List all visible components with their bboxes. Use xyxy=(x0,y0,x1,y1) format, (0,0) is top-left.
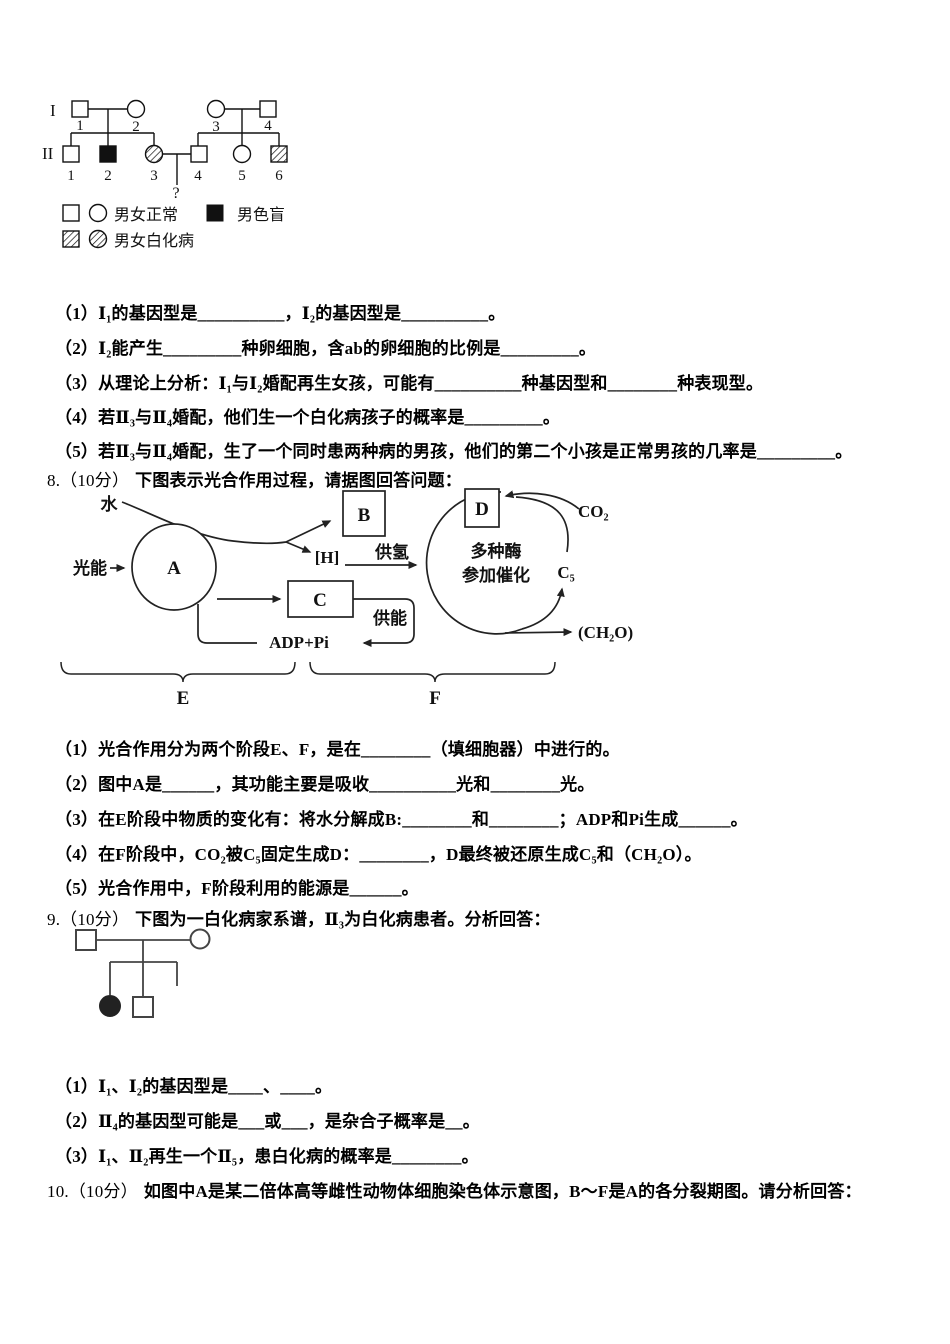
label-A: A xyxy=(167,558,181,579)
question-item: （4）若Ⅱ₃与Ⅱ₄婚配，他们生一个白化病孩子的概率是_________。 xyxy=(55,408,561,427)
CO2-arrow xyxy=(504,490,580,510)
question-9-header: 9.（10分） 下图为一白化病家系谱，Ⅱ₃为白化病患者。分析回答： xyxy=(47,909,551,931)
question-item: （1）Ⅰ₁、Ⅰ₂的基因型是____、____。 xyxy=(55,1077,333,1096)
male-normal-symbol xyxy=(71,100,89,118)
question-item: （2）Ⅱ₄的基因型可能是___或___，是杂合子概率是__。 xyxy=(55,1112,480,1131)
female-normal-symbol xyxy=(232,144,252,164)
question-item: （1）Ⅰ₁的基因型是__________，Ⅰ₂的基因型是__________。 xyxy=(55,304,506,323)
male-normal-symbol xyxy=(259,100,277,118)
photosynthesis-diagram: 水 光能 A B [H] 供氢 C 供能 D CO₂ 多种酶 参加催化 C₅ A… xyxy=(60,488,633,709)
stage-F-label: F xyxy=(429,688,441,709)
female-normal-symbol xyxy=(126,99,146,119)
label-B: B xyxy=(358,505,371,526)
pedigree1-legend: 男女正常 男色盲 男女白化病 xyxy=(62,203,285,250)
male-colorblind-symbol xyxy=(99,145,117,163)
question-item: （3）从理论上分析：Ⅰ₁与Ⅰ₂婚配再生女孩，可能有__________种基因型和… xyxy=(55,374,764,393)
water-label: 水 xyxy=(101,494,119,514)
label-C: C xyxy=(313,590,327,611)
question-8-header: 8.（10分） 下图表示光合作用过程，请据图回答问题： xyxy=(47,470,462,492)
question-item: （3）Ⅰ₁、Ⅱ₂再生一个Ⅱ₅，患白化病的概率是________。 xyxy=(55,1147,479,1166)
individual-number: 1 xyxy=(67,168,75,184)
stage-F-brace xyxy=(309,661,556,683)
male-normal-symbol xyxy=(62,145,80,163)
gen1-label: I xyxy=(50,101,56,120)
supply-energy-label: 供能 xyxy=(372,608,407,628)
question-8-title: 下图表示光合作用过程，请据图回答问题： xyxy=(135,471,462,490)
female-normal-symbol xyxy=(206,99,226,119)
legend-female-normal-symbol xyxy=(88,203,108,223)
enzyme-label-line1: 多种酶 xyxy=(471,541,522,561)
question-item: （3）在E阶段中物质的变化有：将水分解成B:________和________；… xyxy=(55,810,748,829)
legend-normal-label: 男女正常 xyxy=(114,205,178,224)
male-normal-symbol xyxy=(132,996,154,1018)
adp-return-path xyxy=(197,604,257,644)
individual-number: 4 xyxy=(194,168,202,184)
pedigree1-lines xyxy=(70,108,280,185)
enzyme-label-line2: 参加催化 xyxy=(462,565,530,585)
gen2-label: II xyxy=(42,144,54,163)
pedigree2-lines xyxy=(96,939,190,997)
question-9-title: 下图为一白化病家系谱，Ⅱ₃为白化病患者。分析回答： xyxy=(135,910,551,929)
question-10-number: 10.（10分） xyxy=(47,1182,138,1201)
legend-colorblind-label: 男色盲 xyxy=(237,206,285,224)
question-8-number: 8.（10分） xyxy=(47,471,130,490)
individual-number: 1 xyxy=(76,118,84,134)
question-item: （2）Ⅰ₂能产生_________种卵细胞，含ab的卵细胞的比例是_______… xyxy=(55,339,597,358)
arrow-to-B xyxy=(285,520,332,543)
stage-E-label: E xyxy=(177,688,190,709)
question-item: （5）若Ⅱ₃与Ⅱ₄婚配，生了一个同时患两种病的男孩，他们的第二个小孩是正常男孩的… xyxy=(55,442,853,461)
ADP-Pi-label: ADP+Pi xyxy=(269,633,329,652)
water-curve xyxy=(121,501,287,545)
question-item: （4）在F阶段中，CO₂被C₅固定生成D：________，D最终被还原生成C₅… xyxy=(55,845,702,864)
box-B xyxy=(342,490,386,537)
male-normal-symbol xyxy=(75,929,97,951)
C5-to-D-arc xyxy=(515,496,569,553)
arrow-to-H xyxy=(285,541,312,553)
legend-albino-label: 男女白化病 xyxy=(114,231,194,250)
individual-number: 3 xyxy=(150,168,158,184)
individual-number: 3 xyxy=(212,119,220,135)
label-H: [H] xyxy=(315,548,340,567)
box-C xyxy=(287,580,354,618)
pedigree-chart-2 xyxy=(75,928,211,1018)
individual-number: 2 xyxy=(104,168,112,184)
individual-number: 5 xyxy=(238,168,246,184)
pedigree1-generation-1: I 1 2 3 4 xyxy=(50,99,277,135)
pedigree1-generation-2: II 1 2 3 4 5 6 ? xyxy=(42,144,288,202)
male-normal-symbol xyxy=(190,145,208,163)
pedigree-chart-1: I 1 2 3 4 II 1 2 3 4 5 6 ? xyxy=(42,99,288,250)
offspring-question-mark: ? xyxy=(172,185,179,202)
question-item: （1）光合作用分为两个阶段E、F，是在________（填细胞器）中进行的。 xyxy=(55,740,620,759)
legend-female-albino-symbol xyxy=(88,229,108,249)
supply-energy-path xyxy=(353,598,415,647)
CO2-label: CO₂ xyxy=(578,502,609,521)
individual-number: 6 xyxy=(275,168,283,184)
question-9-number: 9.（10分） xyxy=(47,910,130,929)
individual-number: 4 xyxy=(264,118,272,134)
CH2O-label: (CH₂O) xyxy=(578,623,633,642)
chloroplast-A-circle xyxy=(131,523,217,611)
question-item: （2）图中A是______，其功能主要是吸收__________光和______… xyxy=(55,775,595,794)
question-10-header: 10.（10分） 如图中A是某二倍体高等雌性动物体细胞染色体示意图，B～F是A的各… xyxy=(47,1181,862,1203)
female-albino-symbol xyxy=(99,995,121,1017)
legend-male-colorblind-symbol xyxy=(206,204,224,222)
legend-male-normal-symbol xyxy=(62,204,80,222)
CH2O-arrow xyxy=(504,628,573,637)
female-albino-symbol xyxy=(144,144,164,164)
question-10-title: 如图中A是某二倍体高等雌性动物体细胞染色体示意图，B～F是A的各分裂期图。请分析… xyxy=(143,1182,862,1201)
female-normal-symbol xyxy=(189,928,211,950)
C5-label: C₅ xyxy=(557,563,574,582)
male-albino-symbol xyxy=(270,145,288,163)
question-item: （5）光合作用中，F阶段利用的能源是______。 xyxy=(55,879,419,898)
stage-E-brace xyxy=(60,661,296,683)
supply-hydrogen-label: 供氢 xyxy=(374,542,409,562)
arrow-to-C5 xyxy=(521,587,565,630)
legend-male-albino-symbol xyxy=(62,230,80,248)
box-D xyxy=(464,488,500,528)
individual-number: 2 xyxy=(132,119,140,135)
light-energy-label: 光能 xyxy=(72,558,107,578)
label-D: D xyxy=(475,499,489,520)
